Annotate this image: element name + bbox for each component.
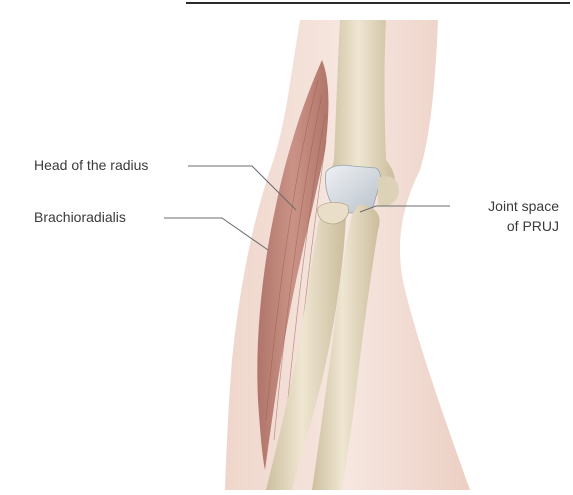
label-joint-space-line2: of PRUJ (507, 218, 559, 234)
label-joint-space-line1: Joint space (488, 198, 559, 214)
label-head-of-radius: Head of the radius (34, 157, 148, 173)
label-brachioradialis: Brachioradialis (34, 209, 126, 225)
